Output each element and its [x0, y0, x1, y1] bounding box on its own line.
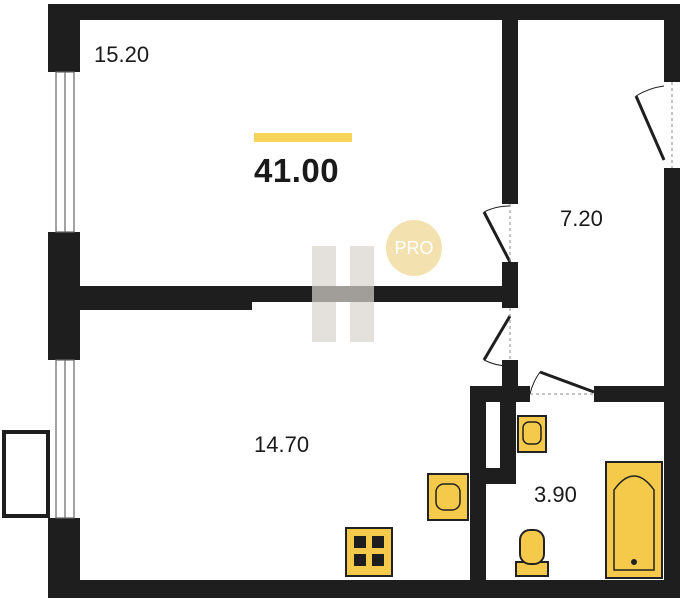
bathtub-inner	[613, 475, 655, 571]
bathtub	[605, 461, 663, 579]
door-room1-swing	[483, 205, 511, 213]
watermark-cross	[336, 286, 350, 302]
stove	[345, 527, 393, 577]
wall-bath-left	[470, 386, 486, 598]
walls	[48, 4, 680, 598]
room-area-top-left: 15.20	[94, 42, 150, 67]
stove-burner-3	[354, 554, 366, 566]
wall-left-upper	[48, 4, 80, 72]
room-area-bathroom: 3.90	[534, 482, 577, 507]
kitchen-sink	[427, 473, 469, 521]
wall-right-lower	[664, 168, 680, 598]
doors	[482, 85, 666, 395]
bath-sink-basin	[522, 421, 542, 445]
door-bath-swing	[529, 371, 541, 395]
bathtub-drain	[631, 559, 637, 565]
stove-burner-2	[372, 536, 384, 548]
room-area-top-right: 7.20	[560, 206, 603, 231]
watermark-right-stroke	[350, 246, 374, 342]
door-bath-leaf	[539, 370, 595, 394]
door-room2-leaf	[482, 315, 512, 361]
stove-burner-4	[372, 554, 384, 566]
door-room1-leaf	[482, 211, 512, 263]
pro-watermark-badge: PRO	[386, 220, 442, 276]
wall-top	[48, 4, 680, 20]
wall-partition-vertical-low	[502, 360, 518, 388]
room-area-bottom-left: 14.70	[254, 432, 310, 457]
total-area-value: 41.00	[254, 152, 340, 189]
pro-watermark-text: PRO	[394, 237, 434, 258]
watermark-left-stroke	[312, 246, 336, 342]
toilet-bowl	[519, 529, 545, 565]
door-room2-swing	[483, 359, 511, 367]
wall-bath-niche-side	[500, 386, 516, 484]
door-openings	[509, 82, 673, 395]
windows	[55, 71, 75, 519]
wall-right-upper	[664, 4, 680, 82]
wall-partition-vertical-upper	[502, 4, 518, 204]
wall-bath-top-right	[594, 386, 680, 402]
door-entry-swing	[635, 85, 665, 97]
toilet	[515, 529, 549, 577]
kitchen-sink-basin	[435, 483, 461, 511]
balcony	[2, 430, 50, 518]
watermark-logo	[312, 246, 374, 342]
stove-burner-1	[354, 536, 366, 548]
total-area-accent-bar	[254, 133, 352, 142]
bath-sink	[517, 415, 547, 453]
wall-bottom	[48, 580, 680, 598]
stove-body	[345, 527, 393, 577]
door-entry-leaf	[634, 95, 666, 161]
wall-partition-horizontal-step	[48, 286, 252, 310]
